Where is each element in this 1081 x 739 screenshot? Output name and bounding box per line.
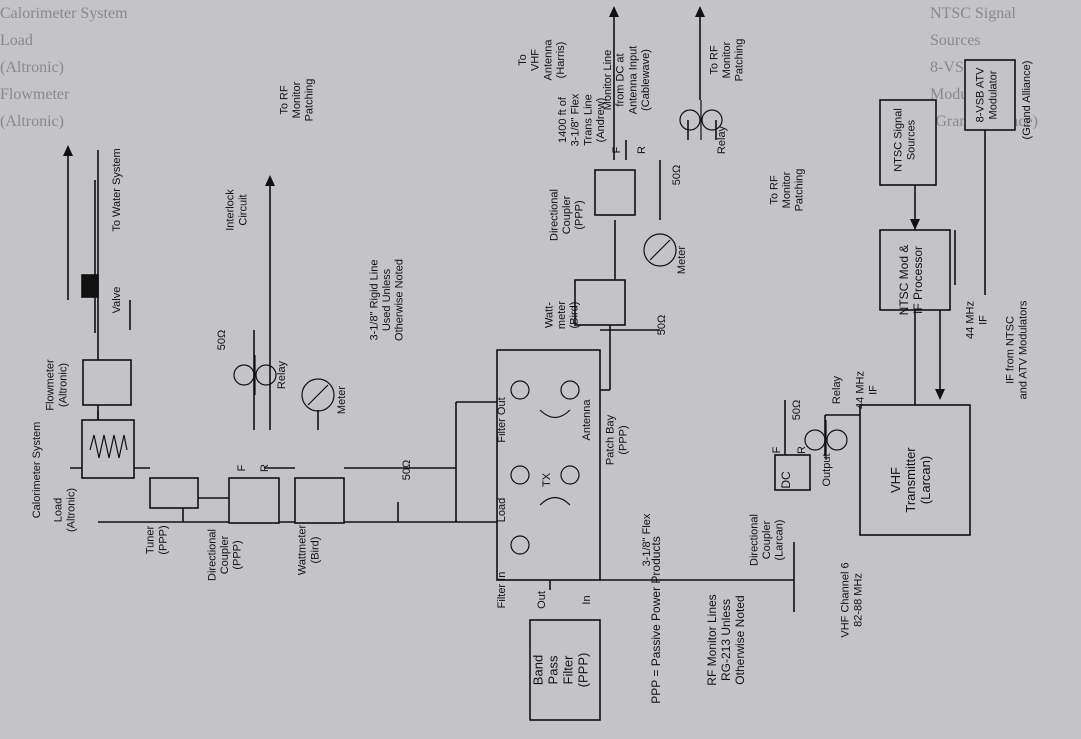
patch-bay-label: Patch Bay(PPP) [605,414,630,465]
relay-3-icon [804,420,848,460]
valve-box [81,274,99,298]
if-down-arrow-icon [935,389,945,400]
coupler-1-r-label: R [259,464,271,472]
flex-label: 3-1/8" Flex [641,513,653,566]
meter-2-icon [643,233,677,267]
channel-label: VHF Channel 682-88 MHz [840,562,865,637]
if-in-label: 44 MHzIF [855,371,880,409]
if-from-label: IF from NTSCand ATV Modulators [1005,300,1030,399]
dc-box [774,454,811,491]
antenna-arrow-icon [609,6,619,17]
dc-label: DC [779,471,793,489]
monitor-line-label: Monitor Linefrom DC atAntenna Input(Cabl… [602,46,652,115]
patch-filter-in-label: Filter In [496,572,508,609]
rigid-line-label: 3-1/8" Rigid LineUsed UnlessOtherwise No… [368,259,405,341]
patch-load-connector [510,465,530,485]
load-label: Load(Altronic) [53,488,78,532]
vhf-transmitter-label: VHFTransmitter(Larcan) [888,447,933,513]
rf-monitor-2-label: To RFMonitorPatching [708,39,745,82]
antenna-label: ToVHFAntenna(Harris) [517,39,567,81]
ohm-b-label: 50Ω [656,315,668,335]
patch-filter-out-label: Filter Out [496,397,508,442]
bpf-in-label: In [581,595,593,604]
dc-output-label: Output [821,453,833,486]
relay-2-label: Relay [716,125,728,154]
monitor-arrow-icon [695,6,705,17]
trans-line-label: 1400 ft of3-1/8" FlexTrans Line(Andrew) [557,93,607,146]
ppp-note: PPP = Passive Power Products [649,536,663,704]
wattmeter-1-label: Wattmeter(Bird) [297,525,322,576]
patch-jumper-bottom [539,496,571,506]
interlock-label: InterlockCircuit [225,189,250,231]
relay-2-icon [679,100,723,140]
patch-antenna-connector [560,380,580,400]
arrows [63,6,945,400]
vhf-transmitter-box [859,404,971,536]
meter-1-icon [301,378,335,412]
valve-label: Valve [111,287,123,314]
ntsc-sources-label: NTSC SignalSources [893,108,918,172]
patch-load-label: Load [496,498,508,522]
rf-monitor-3-label: To RFMonitorPatching [768,169,805,212]
relay-3-ohm-label: 50Ω [791,400,803,420]
calorimeter-label: Calorimeter System [31,422,43,519]
patch-tx-connector [560,465,580,485]
tuner-label: Tuner(PPP) [145,525,170,554]
band-pass-filter-box [529,619,601,721]
ohm-a-label: 50Ω [401,460,413,480]
coupler-1-label: DirectionalCoupler(PPP) [206,529,243,581]
patch-filter-out-connector [510,380,530,400]
if-out-label: 44 MHzIF [965,301,990,339]
block-boxes [81,59,1016,721]
coupler-1-box [228,477,280,524]
relay-2-ohm-label: 50Ω [671,165,683,185]
vsb-modulator-label: 8-VSB ATVModulator [975,67,1000,122]
water-label: To Water System [111,148,123,231]
flowmeter-label: Flowmeter(Altronic) [45,359,70,411]
dc-f-label: F [771,446,783,453]
meter-2-label: Meter [676,246,688,274]
vsb-modulator-box [964,59,1016,131]
coupler-2-r-label: R [636,146,648,154]
dc-r-label: R [796,446,808,454]
relay-3-label: Relay [831,375,843,404]
background-text-left: Calorimeter System Load (Altronic) Flowm… [0,5,128,130]
grand-alliance-label: (Grand Alliance) [1021,61,1033,140]
flowmeter-box [82,359,132,406]
meter-1-label: Meter [336,386,348,414]
coupler-2-label: DirectionalCoupler(PPP) [548,189,585,241]
rf-monitor-1-label: To RFMonitorPatching [278,79,315,122]
patch-filter-in-connector [510,535,530,555]
wattmeter-2-box [574,279,626,326]
bpf-out-label: Out [536,591,548,609]
coupler-2-f-label: F [611,146,623,153]
relay-1-ohm-label: 50Ω [216,330,228,350]
relay-1-label: Relay [276,360,288,389]
patch-antenna-label: Antenna [581,399,593,441]
wattmeter-2-label: Watt-meter(Bird) [543,301,580,329]
coupler-2-box [594,169,636,216]
tuner-box [149,477,199,509]
wattmeter-1-box [294,477,345,524]
coupler-1-f-label: F [236,464,248,471]
relay-1-icon [233,355,277,395]
ntsc-mod-box [879,229,951,311]
patch-jumper-top [539,409,571,419]
interlock-arrow-icon [265,175,275,186]
band-pass-filter-label: BandPassFilter(PPP) [531,653,591,688]
rf-monitor-lines-note: RF Monitor LinesRG-213 UnlessOtherwise N… [705,594,747,685]
patch-tx-label: TX [541,472,553,487]
ntsc-sources-arrow-icon [910,219,920,230]
patch-bay-box [496,349,601,581]
ntsc-mod-label: NTSC Mod &IF Processor [897,245,925,316]
ntsc-sources-box [879,99,937,186]
load-resistor-icon [89,434,128,459]
dc-larcan-label: DirectionalCoupler(Larcan) [748,514,785,566]
water-arrow-icon [63,145,73,156]
patch-bay-connectors [510,380,580,555]
